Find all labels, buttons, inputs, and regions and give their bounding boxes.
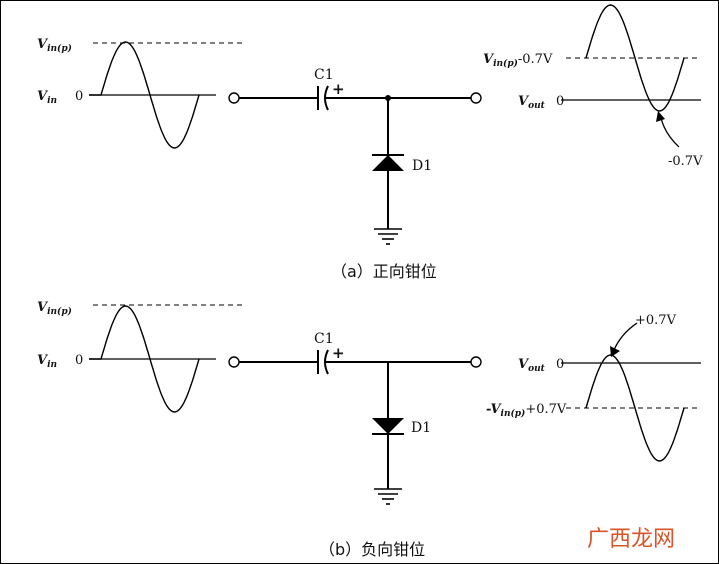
vin-minus-07-label: Vin(p)-0.7V: [483, 52, 553, 69]
capacitor-label: C1: [314, 67, 334, 83]
vout-label: Vout: [518, 357, 546, 374]
diode-label: D1: [411, 420, 431, 436]
diode-triangle-up: [372, 155, 404, 171]
zero-label: 0: [556, 94, 564, 109]
capacitor-polarity-mark: +: [332, 344, 345, 362]
input-sine-wave: [89, 305, 200, 413]
arrow-head: [610, 346, 620, 357]
capacitor-polarity-mark: +: [332, 80, 345, 98]
output-sine-wave: [585, 354, 685, 462]
annotation-arrow: [660, 117, 680, 148]
vin-peak-label: Vin(p): [37, 300, 72, 317]
output-terminal: [470, 92, 482, 104]
neg-vin-plus-07-label: -Vin(p)+0.7V: [486, 402, 567, 419]
vin-label: Vin: [37, 89, 57, 106]
capacitor-plate-curved: [324, 85, 329, 111]
zero-label: 0: [75, 353, 83, 368]
caption-b: （b）负向钳位: [319, 540, 425, 559]
panel-b-output-waveform: Vout 0 -Vin(p)+0.7V +0.7V: [486, 313, 701, 462]
diode-triangle-down: [372, 418, 404, 434]
output-sine-wave: [585, 4, 685, 112]
input-sine-wave: [89, 41, 200, 149]
vin-peak-label: Vin(p): [37, 37, 72, 54]
zero-label: 0: [75, 89, 83, 104]
capacitor-label: C1: [314, 331, 334, 347]
ground-symbol: [374, 228, 402, 245]
panel-a-output-waveform: Vin(p)-0.7V Vout 0 -0.7V: [483, 4, 703, 169]
watermark: 广西龙网: [587, 527, 675, 552]
diode-label: D1: [412, 158, 432, 174]
annotation-arrow: [613, 322, 638, 351]
panel-a-circuit: C1 + D1: [228, 67, 482, 245]
vin-label: Vin: [37, 353, 57, 370]
zero-label: 0: [556, 357, 564, 372]
panel-b-circuit: C1 + D1: [228, 331, 482, 505]
panel-a-input-waveform: Vin(p) Vin 0: [37, 37, 243, 149]
arrow-head: [656, 111, 665, 122]
annotation-label: -0.7V: [668, 154, 703, 169]
input-terminal: [228, 356, 240, 368]
vout-label: Vout: [518, 94, 546, 111]
annotation-label: +0.7V: [635, 313, 677, 328]
capacitor-plate-curved: [324, 349, 329, 375]
panel-b-input-waveform: Vin(p) Vin 0: [37, 300, 243, 413]
input-terminal: [228, 92, 240, 104]
output-terminal: [470, 356, 482, 368]
ground-symbol: [374, 488, 402, 505]
caption-a: （a）正向钳位: [331, 262, 437, 281]
